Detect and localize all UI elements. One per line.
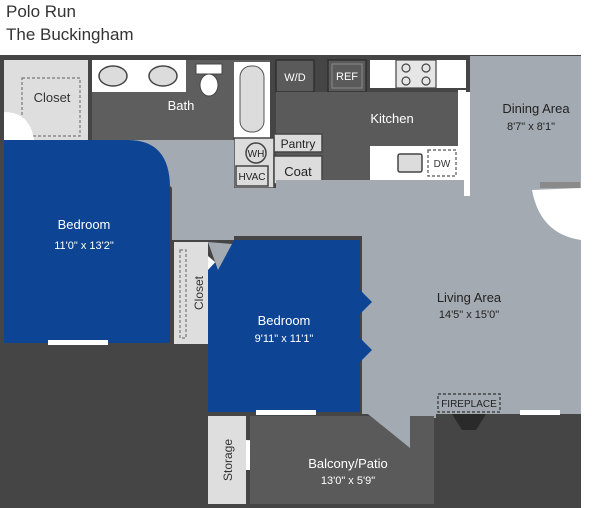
toilet-tank-icon <box>195 63 223 75</box>
bedroom1-window <box>48 340 108 345</box>
closet-mid-shelf <box>179 249 187 339</box>
island-wall <box>458 90 466 150</box>
closet-mid-label: Closet <box>192 275 206 310</box>
hvac-label: HVAC <box>238 172 265 183</box>
refrigerator-inner <box>331 63 363 89</box>
pantry-label: Pantry <box>281 137 316 151</box>
bedroom1-label: Bedroom <box>58 217 111 232</box>
entry-door <box>540 182 580 188</box>
sink-icon <box>148 65 178 87</box>
dining-size: 8'7" x 8'1" <box>507 121 555 133</box>
living-window <box>520 410 560 415</box>
bedroom2-size: 9'11" x 11'1" <box>255 333 314 345</box>
floorplan-name: The Buckingham <box>6 25 134 44</box>
property-name: Polo Run <box>6 2 76 21</box>
storage-label: Storage <box>221 439 235 481</box>
refrigerator-label: REF <box>336 71 358 83</box>
washer-dryer-label: W/D <box>284 72 305 84</box>
closet-door-swing <box>4 112 34 140</box>
bedroom2-closet-door <box>360 290 372 314</box>
bedroom1-size: 11'0" x 13'2" <box>54 240 114 252</box>
kitchen-label: Kitchen <box>370 111 413 126</box>
fireplace-label: FIREPLACE <box>441 399 497 410</box>
living-label: Living Area <box>437 290 502 305</box>
bedroom2-label: Bedroom <box>258 313 311 328</box>
coat-label: Coat <box>284 164 312 179</box>
bath-door-swing <box>136 100 170 140</box>
dining-counter-edge <box>464 92 470 196</box>
bath-label: Bath <box>168 98 195 113</box>
dishwasher-icon <box>427 149 457 177</box>
bedroom-2 <box>208 240 360 412</box>
closet-shelf <box>21 77 81 137</box>
bedroom1-door-swing <box>128 140 170 188</box>
water-heater-icon <box>245 142 267 164</box>
fireplace-icon <box>452 414 486 430</box>
bedroom2-closet-door <box>360 338 372 362</box>
hvac <box>235 165 269 187</box>
sink-icon <box>98 65 128 87</box>
dining-floor <box>470 56 581 196</box>
closet-top-label: Closet <box>34 90 71 105</box>
bedroom-1 <box>4 140 170 343</box>
balcony-size: 13'0" x 5'9" <box>321 475 375 487</box>
fireplace-hearth <box>436 414 500 470</box>
balcony-label: Balcony/Patio <box>308 456 388 471</box>
storage <box>208 416 246 504</box>
fireplace-outline <box>437 393 501 413</box>
bedroom2-door-swing <box>208 242 232 270</box>
living-size: 14'5" x 15'0" <box>439 309 499 321</box>
hall-floor-2 <box>172 188 372 236</box>
balcony-door-swing <box>368 414 410 448</box>
dishwasher-label: DW <box>434 159 451 170</box>
stove-icon <box>395 59 437 89</box>
entry-door-swing <box>532 188 581 240</box>
bathtub-basin <box>239 65 265 133</box>
bedroom2-window <box>256 410 316 415</box>
dining-label: Dining Area <box>502 101 570 116</box>
water-heater-label: WH <box>248 149 265 160</box>
kitchen-sink-icon <box>397 153 423 173</box>
toilet-bowl-icon <box>199 73 219 97</box>
